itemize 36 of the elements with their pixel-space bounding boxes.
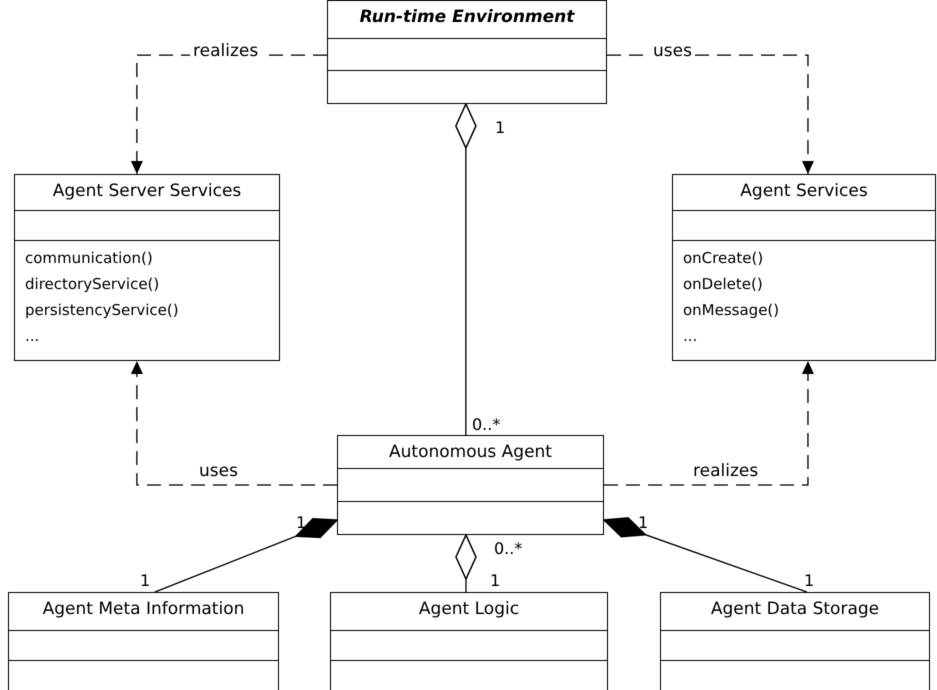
class-box [14, 174, 280, 361]
class-box [330, 592, 608, 690]
multiplicity-label: 0..* [494, 541, 522, 557]
multiplicity-label: 1 [140, 573, 150, 589]
class-box [327, 0, 607, 104]
method-name: communication() [25, 248, 153, 266]
multiplicity-label: 1 [490, 573, 500, 589]
method-name: ... [683, 326, 698, 344]
class-name: Agent Data Storage [710, 599, 880, 619]
method-name: onMessage() [683, 300, 780, 318]
multiplicity-label: 1 [495, 120, 506, 136]
method-name: persistencyService() [25, 300, 179, 318]
class-name: Agent Meta Information [42, 599, 246, 619]
class-box [8, 592, 279, 690]
method-name: onCreate() [683, 248, 764, 266]
multiplicity-label: 1 [638, 515, 648, 531]
association-line [154, 518, 338, 593]
class-box [337, 435, 604, 535]
multiplicity-label: 1 [804, 573, 814, 589]
association-line [455, 534, 477, 592]
method-name: directoryService() [25, 274, 160, 292]
class-box [660, 592, 930, 690]
class-name: Agent Services [739, 181, 869, 201]
dashed-arrow [604, 361, 814, 486]
class-box [672, 174, 936, 361]
class-name: Run-time Environment [358, 7, 576, 27]
multiplicity-label: 0..* [472, 417, 500, 433]
class-name: Agent Server Services [52, 181, 242, 201]
association-line [455, 103, 477, 435]
class-name: Agent Logic [418, 599, 520, 619]
method-name: ... [25, 326, 40, 344]
method-name: onDelete() [683, 274, 763, 292]
multiplicity-label: 1 [296, 515, 306, 531]
class-name: Autonomous Agent [388, 442, 553, 462]
dashed-arrow [130, 361, 337, 486]
association-line [603, 517, 808, 593]
